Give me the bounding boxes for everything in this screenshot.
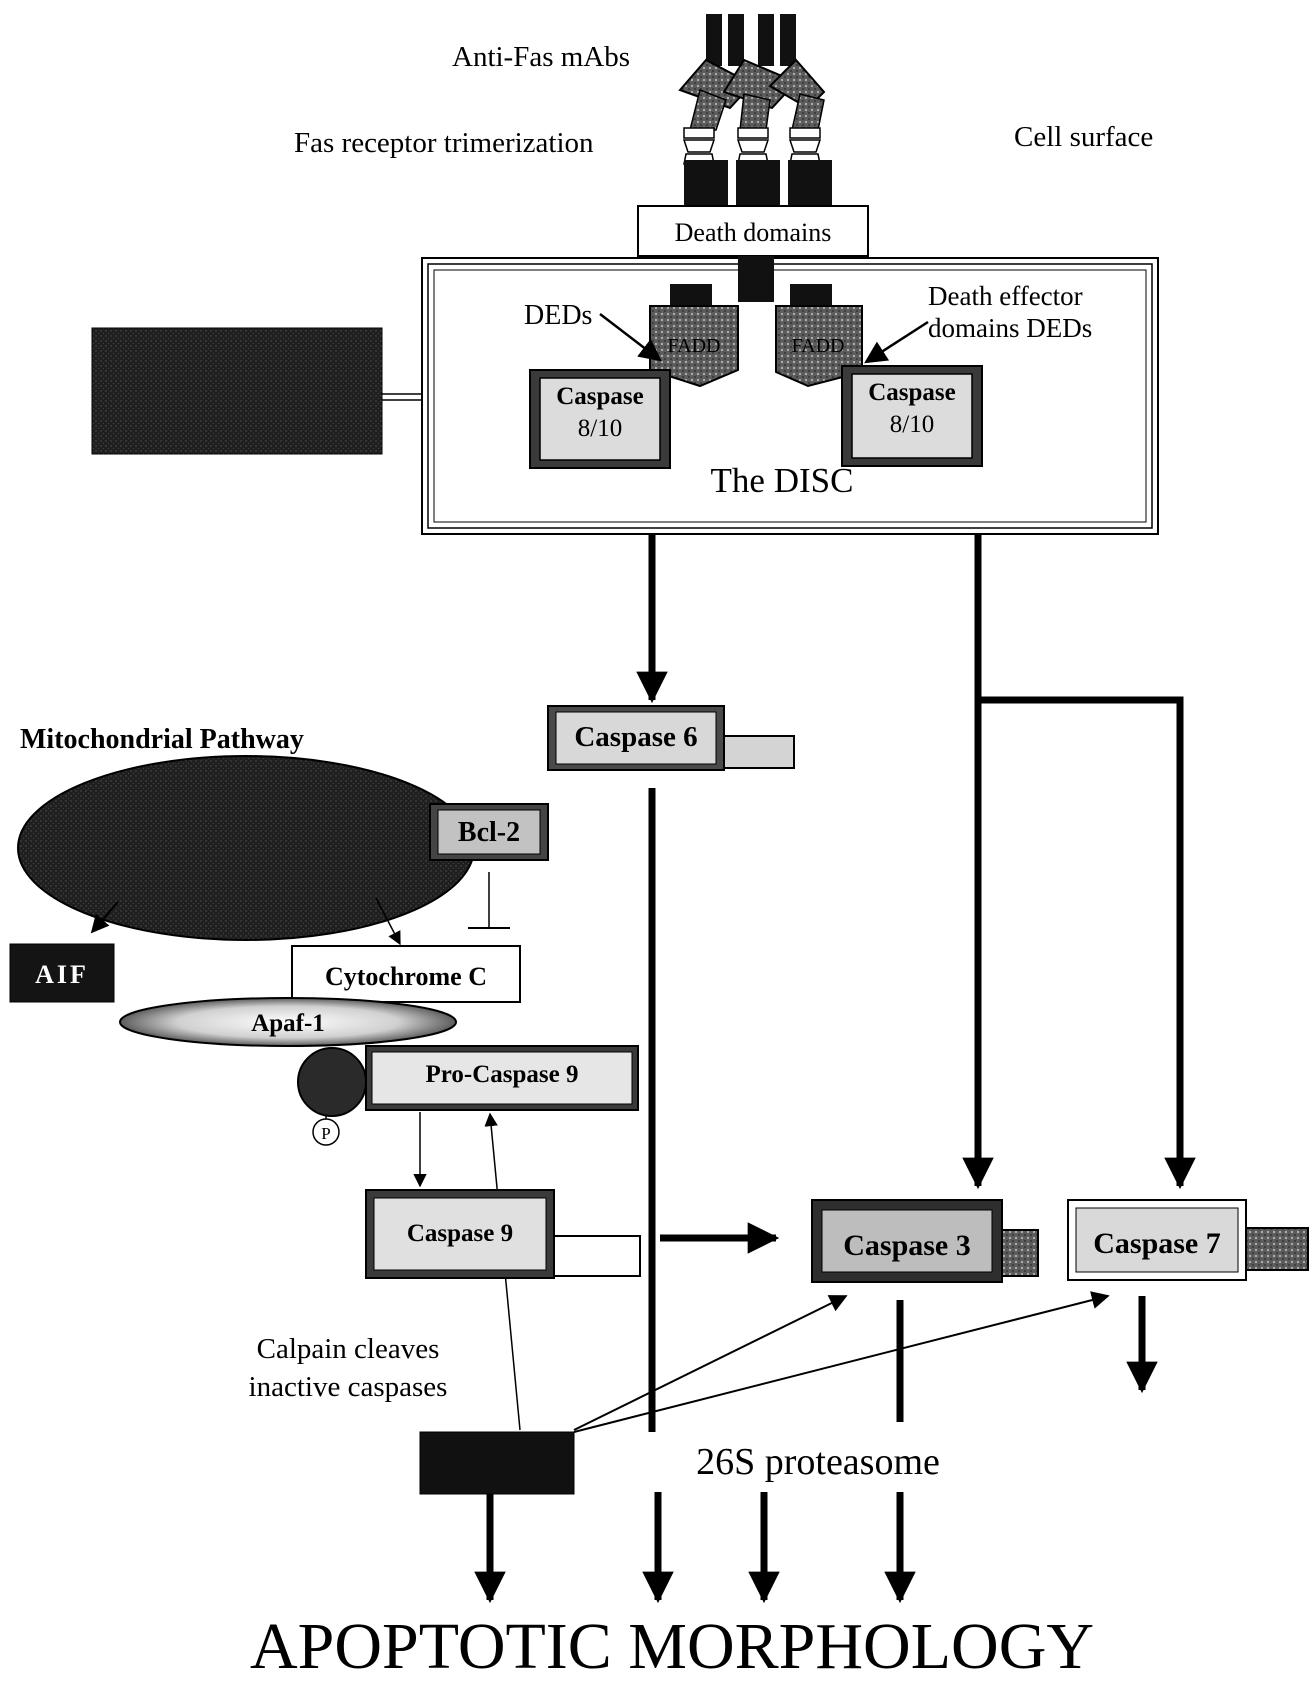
death-effector-line2: domains DEDs — [928, 313, 1092, 343]
fas-trimerization-label: Fas receptor trimerization — [294, 127, 594, 159]
disc-complex: FADD FADD DEDs Death effector domains DE… — [382, 256, 1159, 535]
svg-text:Caspase: Caspase — [868, 379, 956, 406]
caspase3-box: Caspase 3 — [811, 1199, 1039, 1283]
caspase3-label: Caspase 3 — [843, 1229, 971, 1262]
arrow-disc-to-caspase7 — [978, 696, 1196, 1190]
caspase7-label: Caspase 7 — [1093, 1227, 1221, 1260]
dark-side-box — [91, 327, 383, 455]
caspase-8-10-left: Caspase 8/10 — [529, 369, 671, 469]
apaf1: Apaf-1 — [119, 997, 457, 1047]
calpain-line1: Calpain cleaves — [257, 1333, 440, 1365]
svg-text:8/10: 8/10 — [578, 415, 622, 442]
pro-caspase9-label: Pro-Caspase 9 — [425, 1061, 578, 1088]
mitochondrion — [17, 755, 475, 941]
caspase9-label: Caspase 9 — [407, 1220, 513, 1247]
death-effector-line1: Death effector — [928, 281, 1083, 311]
bcl2-box: Bcl-2 — [429, 803, 549, 861]
deds-label: DEDs — [524, 300, 592, 331]
arrow-calpain-to-casp3 — [573, 1295, 848, 1431]
aif-box: AIF — [9, 943, 115, 1003]
cytochrome-c-box: Cytochrome C — [291, 945, 521, 1003]
fas-receptor-extracellular — [682, 127, 832, 208]
cytochrome-c-label: Cytochrome C — [325, 962, 487, 991]
mito-pathway-label: Mitochondrial Pathway — [20, 724, 304, 755]
arrow-to-aif — [90, 901, 119, 934]
caspase6-label: Caspase 6 — [574, 721, 697, 753]
calpain-box — [419, 1431, 575, 1495]
anti-fas-label: Anti-Fas mAbs — [452, 41, 630, 73]
caspase7-box: Caspase 7 — [1067, 1199, 1309, 1281]
arrow-to-cytochrome — [375, 897, 401, 946]
calpain-line2: inactive caspases — [249, 1371, 448, 1403]
caspase-8-10-right: Caspase 8/10 — [841, 365, 983, 467]
phospho-molecule: P — [297, 1047, 367, 1146]
disc-label: The DISC — [711, 461, 854, 500]
svg-text:Caspase: Caspase — [556, 383, 644, 410]
death-domains-label: Death domains — [675, 218, 832, 247]
death-domains-box: Death domains — [637, 205, 869, 257]
bcl2-label: Bcl-2 — [458, 817, 520, 848]
caspase6-box: Caspase 6 — [547, 705, 795, 771]
pro-caspase9-box: Pro-Caspase 9 — [365, 1045, 639, 1111]
cell-surface-label: Cell surface — [1014, 121, 1153, 153]
caspase9-box: Caspase 9 — [365, 1189, 641, 1279]
apoptotic-morphology-label: APOPTOTIC MORPHOLOGY — [250, 1610, 1094, 1683]
fadd-label-right: FADD — [792, 335, 845, 357]
anti-fas-antibodies — [678, 14, 826, 131]
apaf1-label: Apaf-1 — [251, 1010, 325, 1037]
phospho-label: P — [321, 1124, 330, 1143]
aif-label: AIF — [35, 960, 89, 989]
svg-text:8/10: 8/10 — [890, 411, 934, 438]
proteasome-label: 26S proteasome — [696, 1441, 940, 1483]
fadd-label-left: FADD — [668, 335, 721, 357]
arrow-calpain-to-casp7 — [573, 1291, 1110, 1433]
